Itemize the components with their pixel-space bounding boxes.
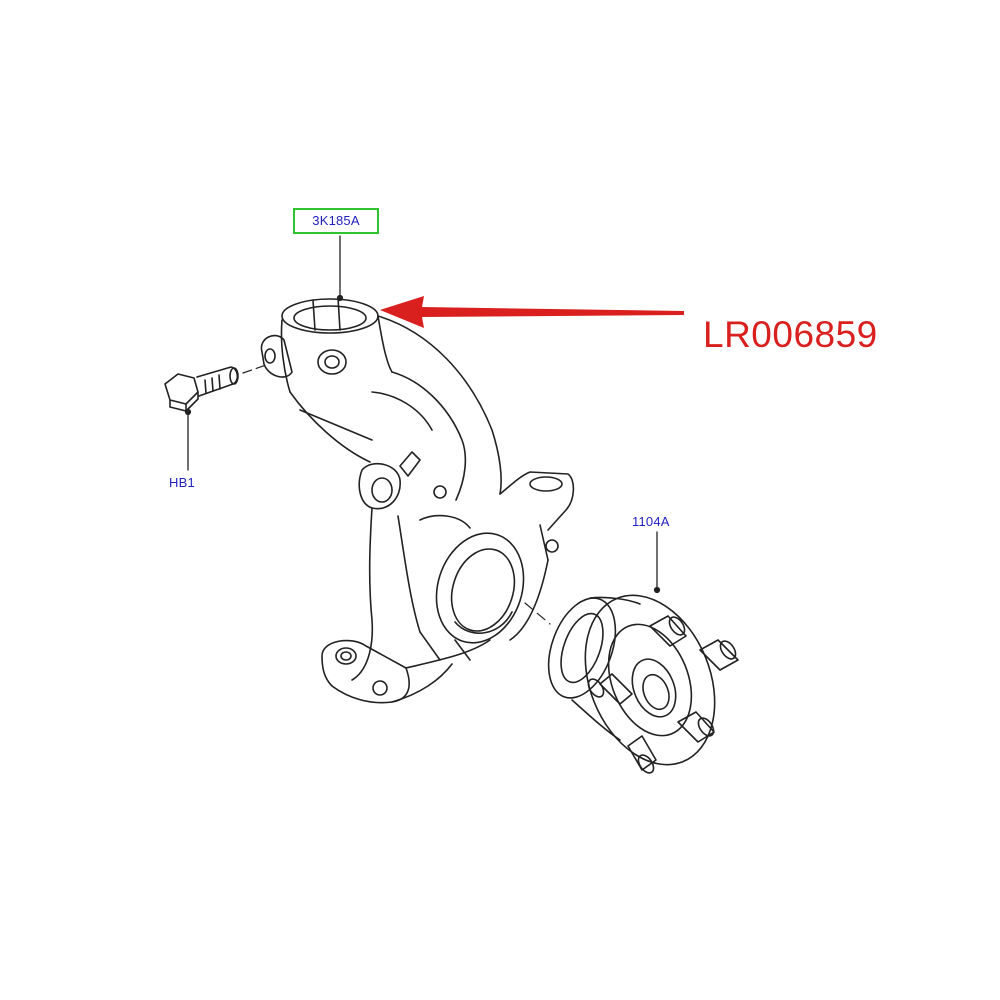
bolt-axis-dash xyxy=(242,364,267,374)
flange-bolt-hb1 xyxy=(164,366,239,412)
part-number-label: LR006859 xyxy=(703,314,878,355)
steering-knuckle-3k185a xyxy=(260,297,575,704)
part-pointer-arrow xyxy=(380,296,684,328)
callout-hb1: HB1 xyxy=(169,475,195,490)
callout-1104a: 1104A xyxy=(632,514,670,529)
wheel-hub-1104a xyxy=(547,594,739,774)
hub-axis-dash xyxy=(524,602,551,625)
callout-3k185a: 3K185A xyxy=(293,208,379,234)
leader-dot-1104a xyxy=(653,586,661,594)
